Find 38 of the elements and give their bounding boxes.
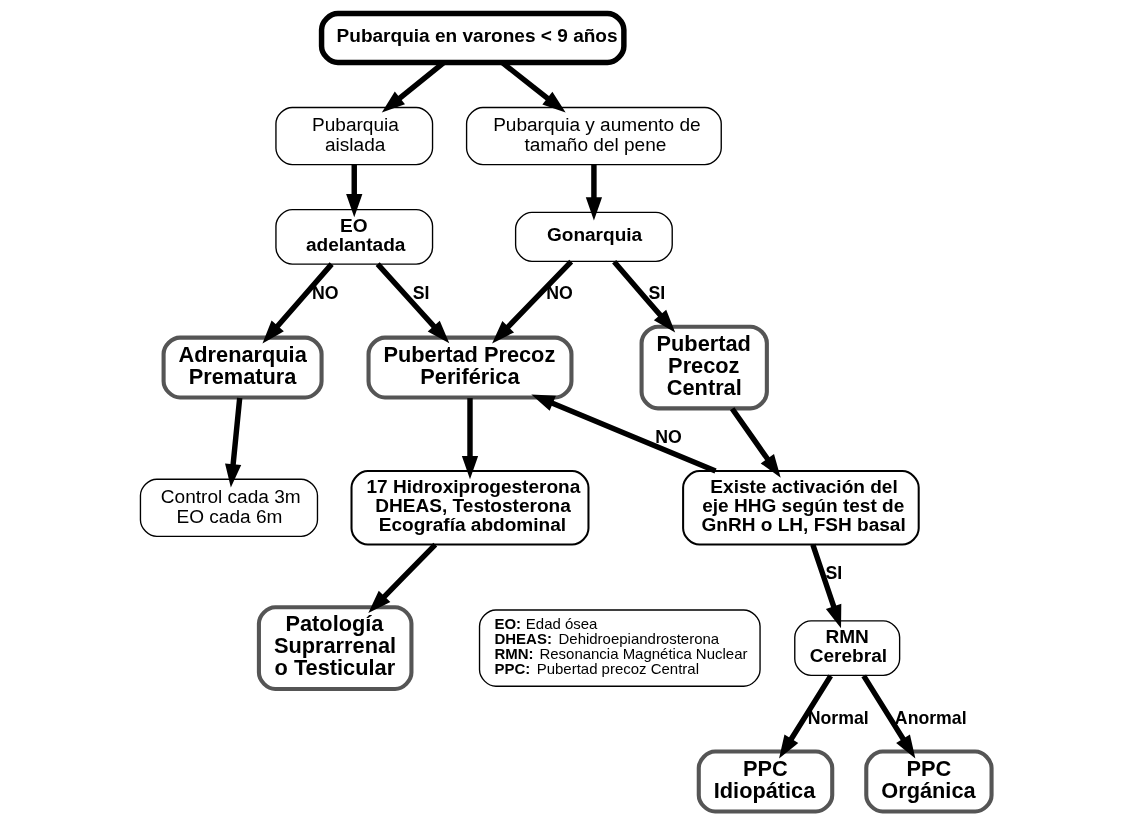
edge-label: NO	[654, 427, 682, 447]
node-box: Pubertad Precoz Central	[639, 324, 769, 411]
arrow	[585, 164, 602, 221]
arrow	[729, 407, 781, 478]
node-box: Pubarquia en varones < 9 años	[318, 10, 627, 66]
node-box: EO: Edad ósea DHEAS: Dehidroepiandrosterona RMN: Resonancia Magnética Nuclear PPC: Pubertad precoz Central	[478, 609, 761, 687]
edge-label: NO	[311, 282, 339, 303]
node-box: 17 Hidroxiprogesterona DHEAS, Testosterona Ecografía abdominal	[350, 470, 589, 546]
node-box: Existe activación del eje HHG según test de GnRH o LH, FSH basal	[681, 470, 920, 546]
arrow	[611, 259, 675, 333]
node-box: PPC Orgánica	[863, 749, 994, 814]
node-box: Pubarquia y aumento de tamaño del pene	[465, 106, 722, 166]
arrow	[778, 674, 833, 759]
edge-label: NO	[545, 282, 573, 303]
node-box: Adrenarquia Prematura	[161, 335, 324, 400]
node-box: PPC Idiopática	[696, 749, 834, 814]
arrow	[367, 542, 437, 613]
node-box: RMN Cerebral	[793, 620, 900, 676]
edge-label: SI	[824, 563, 842, 584]
edge-label: SI	[412, 282, 430, 303]
edge-label: Normal	[807, 707, 869, 728]
node-box: Control cada 3m EO cada 6m	[139, 478, 318, 538]
arrow	[261, 262, 334, 344]
edge-label: Anormal	[894, 707, 967, 728]
arrow	[809, 543, 841, 629]
arrow	[224, 397, 242, 488]
arrow	[375, 262, 449, 344]
arrow	[345, 164, 362, 218]
node-box: Pubarquia aislada	[274, 106, 433, 166]
arrow	[530, 394, 717, 474]
node-box: EO adelantada	[274, 208, 433, 265]
node-box: Pubertad Precoz Periférica	[366, 335, 573, 400]
node-box: Gonarquia	[514, 211, 673, 262]
edge-label: SI	[647, 282, 665, 303]
arrow	[860, 674, 915, 759]
arrow	[461, 398, 478, 480]
node-box: Patología Suprarrenal o Testicular	[256, 605, 413, 691]
arrow	[491, 259, 573, 344]
